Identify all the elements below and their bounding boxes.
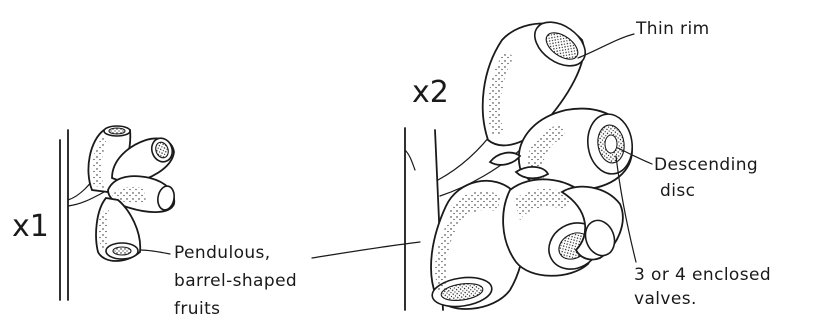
small-specimen — [60, 126, 176, 300]
label-pendulous-line3: fruits — [174, 299, 220, 319]
label-thin-rim: Thin rim — [635, 19, 710, 39]
label-pendulous-line1: Pendulous, — [174, 243, 271, 263]
scale-x1-label: x1 — [12, 209, 49, 244]
label-valves-line1: 3 or 4 enclosed — [634, 265, 771, 285]
scale-x2-label: x2 — [412, 75, 449, 110]
large-specimen — [405, 13, 636, 310]
label-descending-disc-line2: disc — [660, 181, 695, 201]
label-descending-disc-line1: Descending — [654, 155, 758, 175]
label-pendulous-line2: barrel-shaped — [174, 271, 297, 291]
label-valves-line2: valves. — [634, 289, 697, 309]
